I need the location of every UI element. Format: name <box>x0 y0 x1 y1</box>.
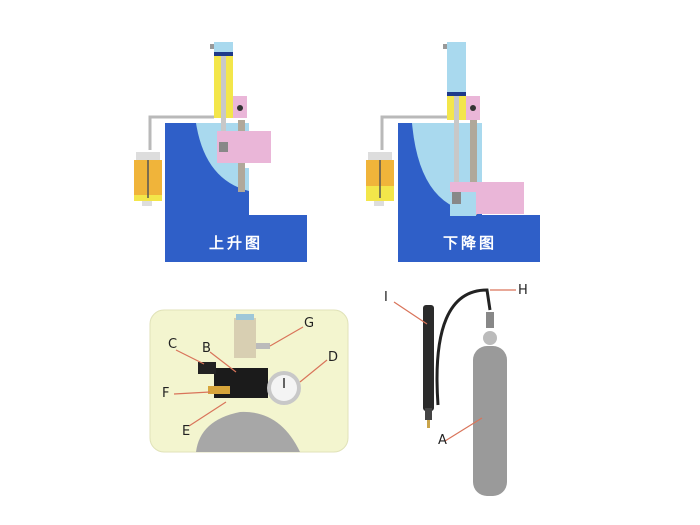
label-h: H <box>518 283 528 298</box>
valve-block <box>234 318 256 358</box>
rise-diagram <box>134 42 307 262</box>
rack <box>470 120 477 215</box>
cylinder-neck <box>196 411 300 452</box>
press-frame <box>165 123 307 262</box>
air-pipe <box>148 115 214 150</box>
fall-caption: 下降图 <box>443 234 498 252</box>
piston-rod <box>454 96 459 204</box>
piston-rod <box>221 56 226 136</box>
label-i: I <box>384 290 388 305</box>
oiler-head <box>368 152 392 160</box>
air-pipe <box>380 115 447 150</box>
label-a: A <box>438 433 447 448</box>
cylinder-cap <box>214 42 233 52</box>
gas-cylinder <box>473 346 507 496</box>
rise-caption: 上升图 <box>209 234 264 252</box>
fall-diagram <box>366 42 540 262</box>
label-c: C <box>168 337 178 352</box>
label-g: G <box>304 316 315 331</box>
cylinder-body <box>447 42 466 92</box>
label-e: E <box>182 424 191 439</box>
regulator-photo <box>149 309 349 453</box>
label-b: B <box>202 341 211 356</box>
oiler-head <box>136 152 160 160</box>
gun-tube <box>423 305 434 411</box>
label-d: D <box>328 350 339 365</box>
cylinder-photo <box>393 288 516 496</box>
hose <box>435 288 492 406</box>
label-f: F <box>162 386 170 401</box>
